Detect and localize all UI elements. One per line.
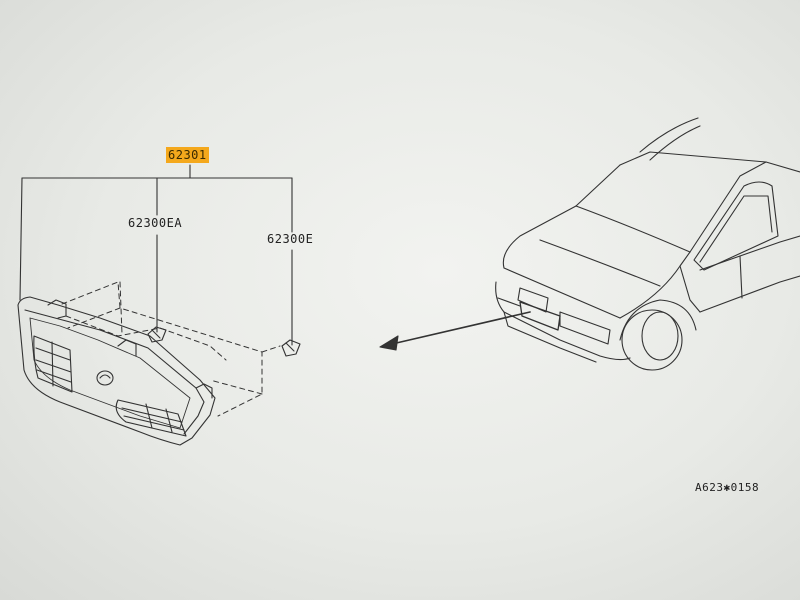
part-number-62301[interactable]: 62301 bbox=[166, 147, 209, 163]
car-drawing bbox=[495, 117, 800, 371]
grille-drawing bbox=[17, 296, 216, 446]
part-number-62300EA[interactable]: 62300EA bbox=[128, 216, 183, 230]
part-number-highlight[interactable]: 62301 bbox=[166, 147, 209, 163]
leader-lines bbox=[19, 164, 293, 346]
location-arrow bbox=[379, 311, 531, 351]
diagram-reference-code: A623✱0158 bbox=[695, 481, 760, 494]
phantom-outline bbox=[61, 281, 281, 417]
clip-62300E-drawing bbox=[281, 339, 301, 357]
part-number-62300E[interactable]: 62300E bbox=[267, 232, 314, 246]
clip-62300EA-drawing bbox=[147, 326, 167, 343]
